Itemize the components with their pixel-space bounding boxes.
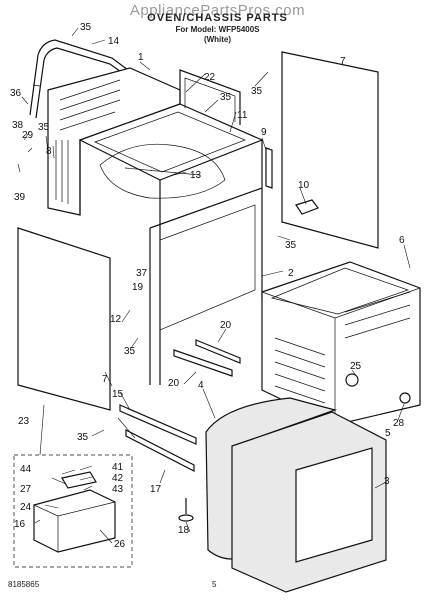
callout-35: 35 — [285, 240, 297, 251]
callout-43: 43 — [112, 484, 124, 495]
part-element-group — [13, 454, 133, 568]
callout-12: 12 — [110, 314, 122, 325]
part-cavity-bottom — [99, 143, 226, 199]
callout-7: 7 — [102, 374, 108, 385]
callout-39: 39 — [14, 192, 26, 203]
callout-35: 35 — [124, 346, 136, 357]
callout-28: 28 — [393, 418, 405, 429]
callout-29: 29 — [22, 130, 34, 141]
callout-20: 20 — [168, 378, 180, 389]
callout-17: 17 — [150, 484, 162, 495]
callout-18: 18 — [178, 525, 190, 536]
part-side-panel-right — [281, 51, 379, 249]
callout-24: 24 — [20, 502, 32, 513]
part-rear-wrap — [29, 39, 129, 119]
callout-22: 22 — [204, 72, 216, 83]
callout-15: 15 — [112, 389, 124, 400]
callout-10: 10 — [298, 180, 310, 191]
part-lower-brackets — [119, 404, 197, 472]
watermark: AppliancePartsPros.com — [129, 2, 306, 19]
part-oven-liner — [261, 261, 421, 426]
callout-35: 35 — [251, 86, 263, 97]
callout-42: 42 — [112, 473, 124, 484]
leader-lines — [17, 27, 411, 544]
callout-11: 11 — [237, 110, 248, 121]
callout-14: 14 — [108, 36, 120, 47]
callout-38: 38 — [12, 120, 24, 131]
callout-6: 6 — [399, 235, 405, 246]
callout-35: 35 — [220, 92, 232, 103]
part-main-chassis — [78, 69, 264, 385]
callout-26: 26 — [114, 539, 126, 550]
callout-19: 19 — [132, 282, 144, 293]
callout-9: 9 — [261, 127, 267, 138]
part-leveling-leg — [178, 498, 194, 522]
callout-44: 44 — [20, 464, 32, 475]
callout-4: 4 — [198, 380, 204, 391]
part-side-panel-left — [17, 227, 111, 411]
color-line: (White) — [203, 35, 232, 44]
callout-1: 1 — [138, 52, 144, 63]
footer-part-code: 8185865 — [8, 580, 40, 589]
callout-35: 35 — [80, 22, 92, 33]
footer-page-number: 5 — [212, 580, 217, 589]
callout-35: 35 — [38, 122, 50, 133]
part-rails — [173, 339, 241, 377]
callout-36: 36 — [10, 88, 22, 99]
callout-25: 25 — [350, 361, 362, 372]
callout-2: 2 — [288, 268, 294, 279]
callout-27: 27 — [20, 484, 32, 495]
model-line: For Model: WFP5400S — [175, 25, 260, 34]
callout-37: 37 — [136, 268, 148, 279]
callout-3: 3 — [384, 476, 390, 487]
callout-8: 8 — [46, 146, 52, 157]
part-insulation — [205, 397, 387, 593]
callout-13: 13 — [190, 170, 202, 181]
part-bracket — [265, 147, 319, 215]
callout-23: 23 — [18, 416, 30, 427]
callout-20: 20 — [220, 320, 232, 331]
diagram-title: OVEN/CHASSIS PARTS — [147, 12, 288, 24]
callout-41: 41 — [112, 462, 124, 473]
callout-5: 5 — [385, 428, 391, 439]
callout-35: 35 — [77, 432, 89, 443]
callout-7: 7 — [340, 56, 346, 67]
callout-16: 16 — [14, 519, 26, 530]
